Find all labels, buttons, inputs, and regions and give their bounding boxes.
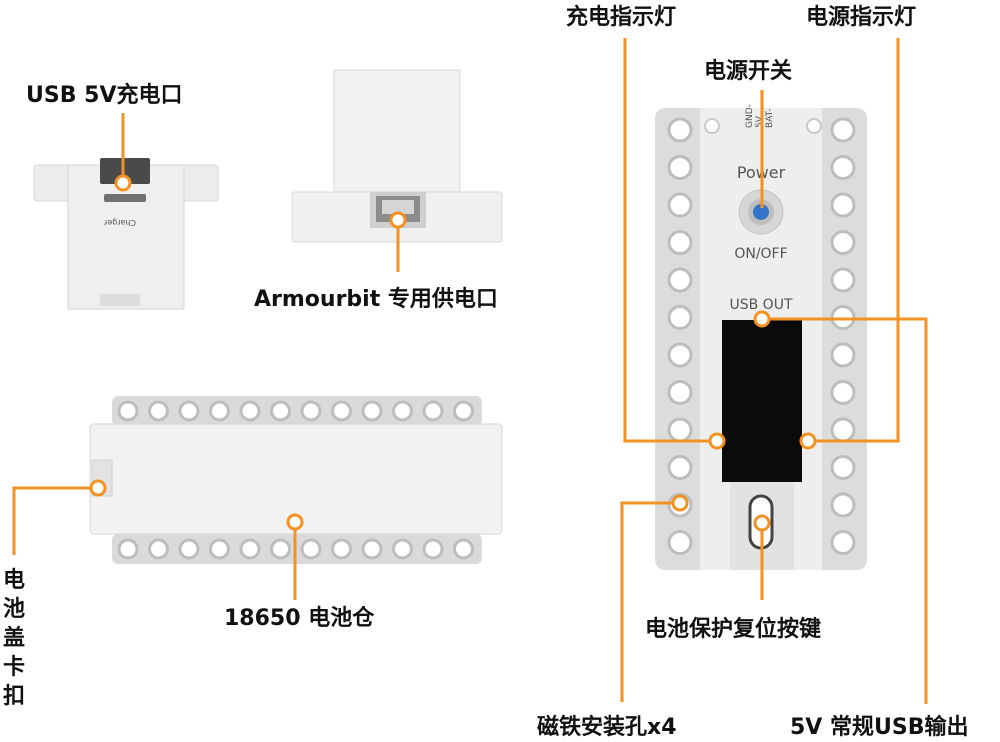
label-power-indicator: 电源指示灯 [806, 5, 916, 30]
lego-hole [392, 400, 413, 422]
lego-hole [239, 400, 261, 422]
pin-label-bat: BAT- [765, 108, 775, 128]
lego-hole [270, 538, 291, 560]
lego-hole [667, 530, 693, 555]
lego-hole [117, 538, 139, 560]
label-armourbit-port: Armourbit 专用供电口 [254, 286, 498, 312]
label-magnet-holes: 磁铁安装孔x4 [537, 714, 677, 740]
lego-hole [361, 400, 383, 422]
lego-hole [361, 538, 383, 560]
lego-hole [667, 342, 693, 368]
battery-compartment-module [89, 396, 503, 564]
label-reset-button: 电池保护复位按键 [645, 616, 821, 642]
lego-hole [830, 530, 856, 555]
lego-hole [422, 400, 444, 422]
power-switch-button [753, 204, 769, 220]
lego-hole [830, 380, 856, 405]
lego-hole [331, 400, 352, 422]
lego-hole [667, 380, 693, 405]
lego-hole [667, 455, 693, 480]
lego-hole [209, 400, 230, 422]
lego-hole [178, 400, 200, 422]
lego-hole [392, 538, 413, 560]
lego-holes-left [667, 117, 693, 555]
lego-holes-top [117, 400, 474, 422]
callout-lines [12, 38, 928, 704]
lego-hole [667, 267, 693, 293]
lego-hole [667, 192, 693, 218]
lego-hole [830, 267, 856, 293]
pin-label-gnd: GND- [745, 104, 755, 128]
lego-hole [148, 538, 169, 560]
lego-hole [830, 230, 856, 255]
lego-hole [667, 117, 693, 143]
usb-out-silkscreen: USB OUT [729, 297, 792, 313]
charger-silkscreen: Charger [103, 218, 136, 227]
label-charge-indicator: 充电指示灯 [566, 4, 676, 30]
lego-hole [830, 342, 856, 368]
label-battery-compartment: 18650 电池仓 [224, 605, 375, 631]
lego-hole [830, 417, 856, 443]
lego-hole [830, 492, 856, 518]
lego-hole [422, 538, 444, 560]
on-off-silkscreen: ON/OFF [734, 246, 787, 262]
lego-hole [300, 538, 322, 560]
lego-hole [209, 538, 230, 560]
label-usb-output: 5V 常规USB输出 [790, 714, 968, 740]
lego-hole [830, 192, 856, 218]
lego-hole [667, 417, 693, 443]
lego-hole [830, 155, 856, 180]
usb-output-slot [722, 320, 802, 482]
callout-dots [89, 174, 817, 532]
lego-hole [667, 305, 693, 330]
lego-hole [148, 400, 169, 422]
lego-hole [331, 538, 352, 560]
armourbit-module [291, 69, 503, 243]
label-power-switch: 电源开关 [704, 59, 792, 84]
lego-hole [117, 400, 139, 422]
lego-hole [667, 230, 693, 255]
lego-hole [667, 155, 693, 180]
lego-hole [178, 538, 200, 560]
lego-hole [830, 455, 856, 480]
lego-holes-bottom [117, 538, 474, 560]
lego-hole [830, 117, 856, 143]
lego-hole [270, 400, 291, 422]
lego-holes-right [830, 117, 856, 555]
lego-hole [239, 538, 261, 560]
lego-hole [300, 400, 322, 422]
lego-hole [453, 538, 474, 560]
label-battery-cover-clip: 电池盖卡扣 [3, 568, 25, 709]
lego-hole [453, 400, 474, 422]
pin-label-5v: 5V [755, 115, 765, 128]
label-usb-charge-port: USB 5V充电口 [26, 82, 182, 108]
